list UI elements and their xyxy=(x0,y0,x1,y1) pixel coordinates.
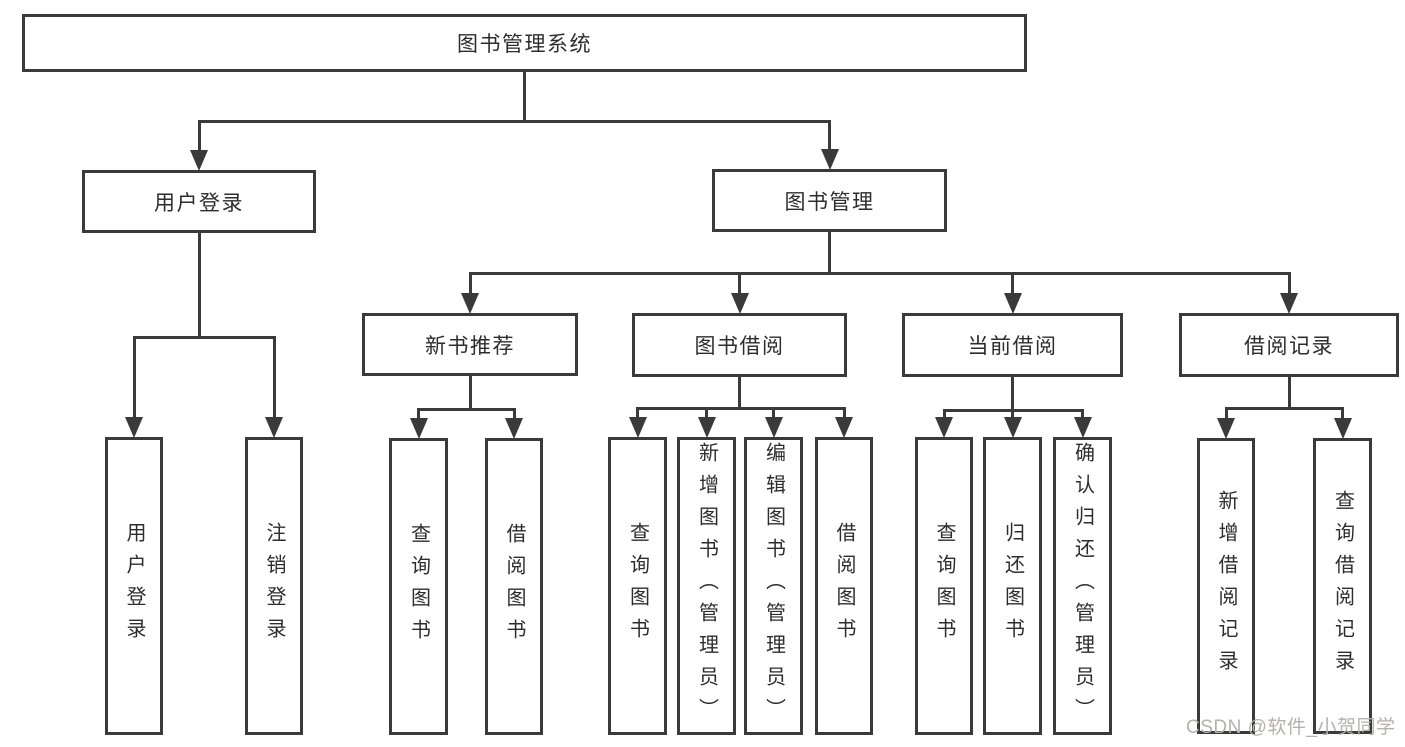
arrow-down-icon xyxy=(628,417,647,438)
connector-stub xyxy=(705,407,708,420)
connector-branch xyxy=(1224,407,1344,410)
connector-stub xyxy=(842,407,846,420)
node-book-borrow: 图书借阅 xyxy=(632,313,847,377)
node-current-borrow: 当前借阅 xyxy=(902,313,1123,377)
arrow-down-icon xyxy=(461,293,479,314)
arrow-down-icon xyxy=(505,418,523,439)
arrow-down-icon xyxy=(190,150,208,171)
node-nb-borrow: 借阅图书 xyxy=(485,438,543,735)
arrow-down-icon xyxy=(1003,417,1022,438)
node-bb-edit-label: 编辑图书（管理员） xyxy=(762,442,785,730)
node-bb-query-label: 查询图书 xyxy=(626,522,649,650)
node-bb-add-label: 新增图书（管理员） xyxy=(695,442,718,730)
arrow-down-icon xyxy=(730,293,749,314)
node-bb-add: 新增图书（管理员） xyxy=(677,437,736,735)
connector-branch xyxy=(468,272,1291,275)
node-logout-label: 注销登录 xyxy=(263,522,285,650)
node-logout: 注销登录 xyxy=(245,437,303,735)
connector-stub xyxy=(417,408,420,421)
arrow-down-icon xyxy=(1280,293,1298,314)
node-br-add: 新增借阅记录 xyxy=(1197,438,1255,734)
arrow-down-icon xyxy=(820,149,839,170)
node-book-mgmt-label: 图书管理 xyxy=(784,190,875,214)
node-cb-confirm-label: 确认归还（管理员） xyxy=(1071,442,1094,730)
arrow-down-icon xyxy=(697,417,716,438)
connector-stub xyxy=(636,407,639,420)
csdn-watermark: CSDN @软件_小贺同学 xyxy=(1186,717,1396,738)
node-nb-query-label: 查询图书 xyxy=(407,522,430,651)
connector-trunk xyxy=(1287,376,1291,410)
connector-stub xyxy=(512,408,516,421)
arrow-down-icon xyxy=(935,417,953,438)
node-root-label: 图书管理系统 xyxy=(457,33,592,56)
connector-trunk xyxy=(1011,376,1014,412)
connector-stub xyxy=(738,272,741,296)
node-user-login-label: 用户登录 xyxy=(154,191,244,215)
node-nb-query: 查询图书 xyxy=(389,438,448,735)
connector-stub xyxy=(1011,409,1014,420)
connector-branch xyxy=(417,408,516,411)
connector-stub xyxy=(1224,407,1228,421)
arrow-down-icon xyxy=(409,418,428,439)
connector-stub xyxy=(1011,272,1014,296)
arrow-down-icon xyxy=(835,417,853,438)
arrow-down-icon xyxy=(764,417,783,438)
node-cb-return: 归还图书 xyxy=(983,437,1042,735)
node-br-add-label: 新增借阅记录 xyxy=(1215,490,1237,682)
node-br-query-label: 查询借阅记录 xyxy=(1331,490,1354,682)
node-bb-borrow: 借阅图书 xyxy=(815,437,873,735)
node-book-borrow-label: 图书借阅 xyxy=(694,335,785,358)
node-cb-query-label: 查询图书 xyxy=(933,522,955,650)
node-book-mgmt: 图书管理 xyxy=(712,169,947,232)
node-user-login: 用户登录 xyxy=(82,170,316,233)
node-borrow-records-label: 借阅记录 xyxy=(1244,335,1334,358)
connector-trunk xyxy=(738,376,741,410)
connector-branch xyxy=(197,120,831,123)
connector-trunk xyxy=(523,71,526,123)
connector-trunk xyxy=(468,375,472,411)
connector-stub xyxy=(1287,272,1291,296)
node-nb-borrow-label: 借阅图书 xyxy=(503,522,525,651)
node-new-book-rec-label: 新书推荐 xyxy=(425,334,515,358)
connector-trunk xyxy=(197,232,201,339)
arrow-down-icon xyxy=(1073,417,1092,438)
connector-branch xyxy=(132,336,276,339)
connector-stub xyxy=(197,120,201,153)
node-root: 图书管理系统 xyxy=(22,14,1027,72)
node-bb-borrow-label: 借阅图书 xyxy=(833,522,855,650)
connector-stub xyxy=(132,336,136,420)
arrow-down-icon xyxy=(1333,418,1352,439)
connector-stub xyxy=(1341,407,1344,421)
node-bb-query: 查询图书 xyxy=(608,437,667,735)
connector-stub xyxy=(828,120,831,152)
connector-stub xyxy=(272,336,276,420)
connector-stub xyxy=(942,409,946,420)
node-cb-return-label: 归还图书 xyxy=(1001,522,1024,650)
arrow-down-icon xyxy=(1217,418,1235,439)
connector-stub xyxy=(772,407,775,420)
node-cb-query: 查询图书 xyxy=(915,437,973,735)
connector-branch xyxy=(636,407,846,410)
node-borrow-records: 借阅记录 xyxy=(1179,313,1399,377)
node-current-borrow-label: 当前借阅 xyxy=(967,335,1058,358)
node-cb-confirm: 确认归还（管理员） xyxy=(1053,437,1112,735)
node-new-book-rec: 新书推荐 xyxy=(362,313,578,376)
arrow-down-icon xyxy=(265,417,283,438)
connector-trunk xyxy=(828,231,831,275)
arrow-down-icon xyxy=(125,417,143,438)
arrow-down-icon xyxy=(1003,293,1022,314)
node-br-query: 查询借阅记录 xyxy=(1313,438,1372,734)
node-login-label: 用户登录 xyxy=(123,522,145,650)
connector-stub xyxy=(1081,409,1084,420)
connector-stub xyxy=(468,272,472,296)
node-login: 用户登录 xyxy=(105,437,163,735)
node-bb-edit: 编辑图书（管理员） xyxy=(744,437,803,735)
